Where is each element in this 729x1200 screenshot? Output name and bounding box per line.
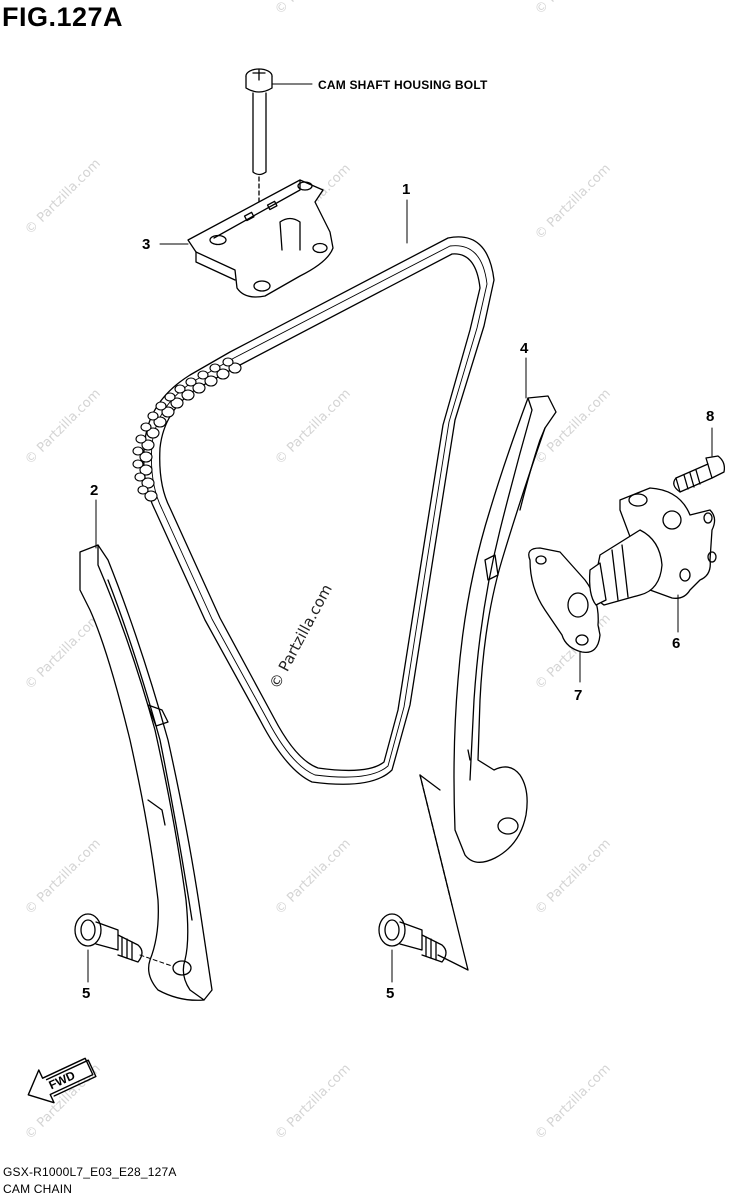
part-5-pivot-bolt-left bbox=[74, 913, 143, 963]
figure-title: FIG.127A bbox=[2, 2, 124, 32]
part-1-cam-chain bbox=[132, 236, 495, 785]
callout-8: 8 bbox=[706, 408, 715, 425]
svg-text:© Partzilla.com: © Partzilla.com bbox=[532, 836, 614, 918]
svg-text:© Partzilla.com: © Partzilla.com bbox=[532, 161, 614, 243]
svg-text:© Partzilla.com: © Partzilla.com bbox=[22, 386, 104, 468]
part-4-tensioner-guide bbox=[453, 395, 557, 863]
callout-5-right: 5 bbox=[386, 985, 395, 1002]
part-3-bracket bbox=[187, 179, 334, 298]
fwd-arrow-icon bbox=[27, 1057, 97, 1104]
callout-leaders bbox=[87, 83, 713, 983]
leader-lines bbox=[139, 954, 173, 967]
callout-4: 4 bbox=[520, 340, 529, 357]
cam-shaft-housing-bolt bbox=[245, 68, 273, 286]
svg-text:© Partzilla.com: © Partzilla.com bbox=[22, 611, 104, 693]
cam-shaft-housing-bolt-label: CAM SHAFT HOUSING BOLT bbox=[318, 78, 488, 92]
svg-text:© Partzilla.com: © Partzilla.com bbox=[532, 1061, 614, 1143]
svg-text:© Partzilla.com: © Partzilla.com bbox=[532, 0, 614, 18]
callout-3: 3 bbox=[142, 236, 151, 253]
callout-7: 7 bbox=[574, 687, 583, 704]
svg-text:© Partzilla.com: © Partzilla.com bbox=[22, 836, 104, 918]
callout-2: 2 bbox=[90, 482, 99, 499]
callout-1: 1 bbox=[402, 181, 411, 198]
svg-text:© Partzilla.com: © Partzilla.com bbox=[272, 386, 354, 468]
part-6-cam-chain-tensioner bbox=[588, 487, 717, 606]
footer-code: GSX-R1000L7_E03_E28_127A bbox=[3, 1165, 177, 1179]
partzilla-watermark: © Partzilla.com bbox=[266, 581, 336, 692]
svg-text:© Partzilla.com: © Partzilla.com bbox=[272, 0, 354, 18]
part-8-bolt bbox=[673, 455, 726, 493]
footer-name: CAM CHAIN bbox=[3, 1182, 73, 1196]
part-5-pivot-bolt-right bbox=[378, 913, 447, 963]
svg-text:© Partzilla.com: © Partzilla.com bbox=[22, 156, 104, 238]
callout-5-left: 5 bbox=[82, 985, 91, 1002]
pivot-bolt-leader bbox=[419, 774, 469, 971]
svg-text:© Partzilla.com: © Partzilla.com bbox=[272, 1061, 354, 1143]
part-7-gasket bbox=[528, 547, 601, 654]
part-2-chain-guide bbox=[79, 544, 213, 1001]
callout-6: 6 bbox=[672, 635, 681, 652]
svg-text:© Partzilla.com: © Partzilla.com bbox=[272, 836, 354, 918]
